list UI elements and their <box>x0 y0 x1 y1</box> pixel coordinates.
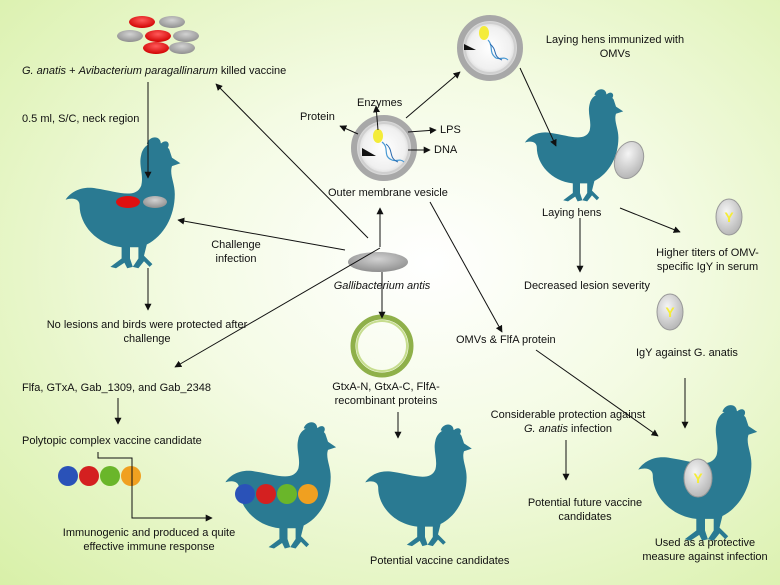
hen-icon <box>225 422 337 549</box>
outer-membrane-vesicle-icon <box>351 115 417 181</box>
considerable-part: infection <box>568 423 613 435</box>
hen-icon: Y <box>638 405 758 541</box>
outer-membrane-vesicle-icon <box>457 15 523 81</box>
no-lesions-label: No lesions and birds were protected afte… <box>46 319 248 345</box>
gallibacterium-label: Gallibacterium antis <box>333 280 431 292</box>
hen-icon <box>524 89 624 202</box>
killed-vaccine-part: G. anatis <box>22 65 67 77</box>
svg-text:Y: Y <box>693 470 703 486</box>
killed-vaccine-part: + <box>66 65 79 77</box>
igy-antibody-icon: Y <box>656 293 684 331</box>
gallibacterium-icon <box>348 252 408 272</box>
higher-titers-label: Higher titers of OMV-specific IgY in ser… <box>656 247 759 273</box>
dose-label: 0.5 ml, S/C, neck region <box>22 113 140 125</box>
used-as-label: Used as a protective measure against inf… <box>642 537 768 563</box>
svg-text:Y: Y <box>724 209 734 225</box>
hens-immunized-label: Laying hens immunized with OMVs <box>545 34 685 60</box>
gtxa-label: GtxA-N, GtxA-C, FlfA-recombinant protein… <box>332 381 440 407</box>
considerable-part: G. anatis <box>523 423 568 435</box>
igy-against-label: IgY against G. anatis <box>636 347 738 359</box>
protein-label: Protein <box>300 111 335 123</box>
hen-icon <box>65 137 181 269</box>
laying-hens-label: Laying hens <box>542 207 602 219</box>
polytopic-label: Polytopic complex vaccine candidate <box>22 435 202 447</box>
potential-candidates-label: Potential vaccine candidates <box>370 555 510 567</box>
enzymes-label: Enzymes <box>357 97 403 109</box>
dna-label: DNA <box>434 144 458 156</box>
omv-flfa-label: OMVs & FlfA protein <box>456 334 556 346</box>
omv-label: Outer membrane vesicle <box>328 187 448 199</box>
lps-label: LPS <box>440 124 461 136</box>
challenge-label: Challenge infection <box>211 239 261 265</box>
considerable-label: Considerable protection against G. anati… <box>488 408 648 436</box>
igy-antibody-icon: Y <box>715 198 743 236</box>
considerable-part: Considerable protection against <box>490 409 646 421</box>
flow-arrows <box>97 67 689 522</box>
immunogenic-label: Immunogenic and produced a quite effecti… <box>62 527 236 553</box>
killed-vaccine-part: Avibacterium paragallinarum <box>78 65 218 77</box>
killed-vaccine-part: killed vaccine <box>217 65 287 77</box>
hen-icon <box>365 424 472 547</box>
killed-vaccine-label: G. anatis + Avibacterium paragallinarum … <box>22 64 286 78</box>
recombinant-protein-ring-icon <box>350 314 414 378</box>
bacteria-cluster-icon <box>117 16 199 54</box>
decreased-label: Decreased lesion severity <box>524 280 650 292</box>
svg-text:Y: Y <box>665 304 675 320</box>
egg-icon <box>613 141 645 179</box>
future-label: Potential future vaccine candidates <box>527 497 643 523</box>
flfa-list-label: Flfa, GTxA, Gab_1309, and Gab_2348 <box>22 382 211 394</box>
protein-beads-icon <box>58 466 141 486</box>
